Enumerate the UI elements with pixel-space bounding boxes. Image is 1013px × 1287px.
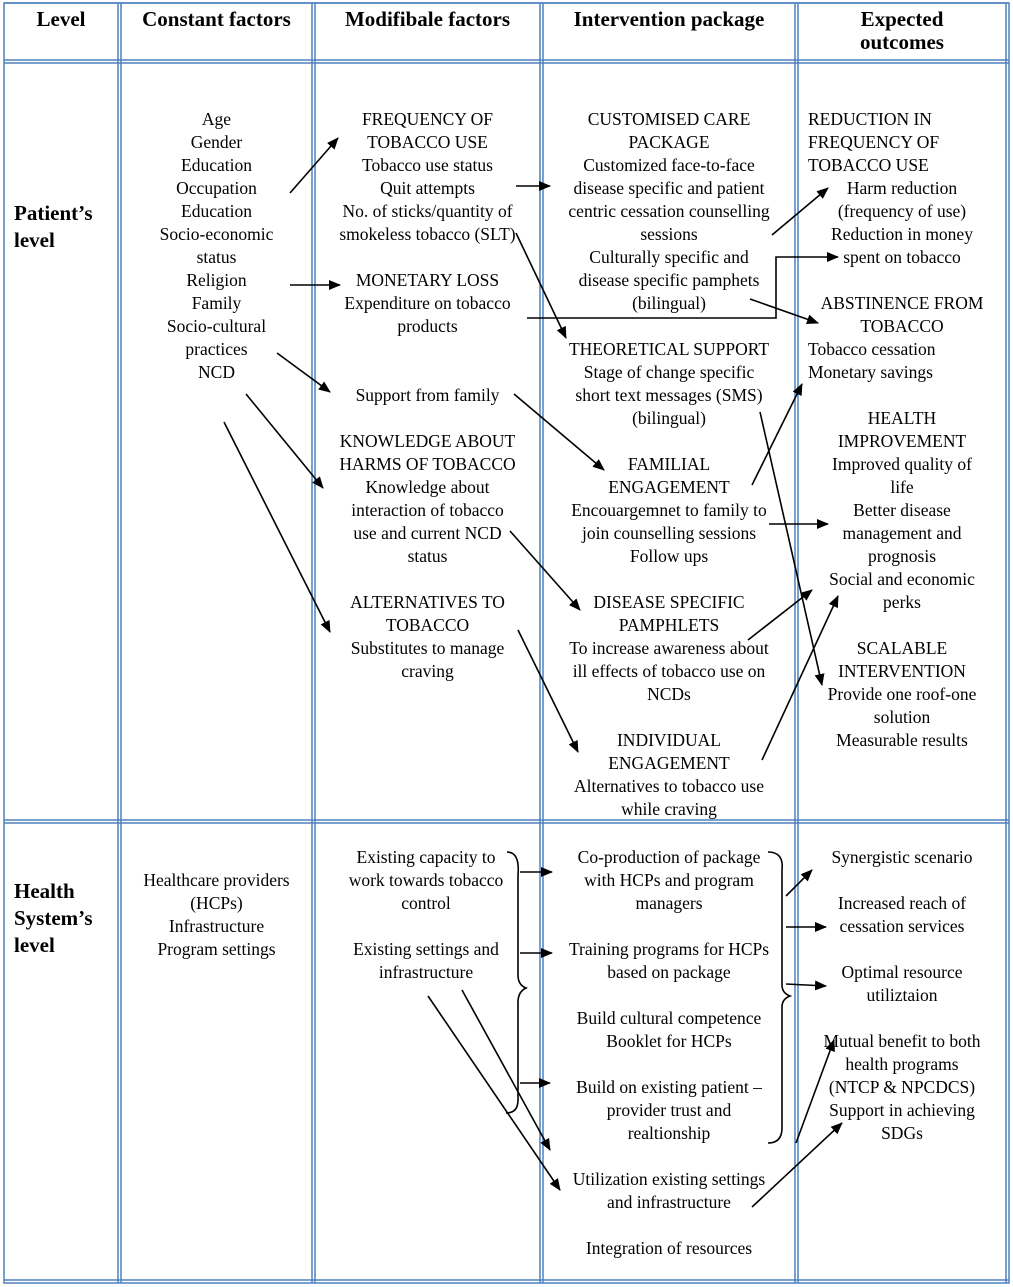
header-intervention-package: Intervention package [573,7,765,31]
header-modifiable-factors: Modifibale factors [344,7,511,31]
patient-provider-trust-block: Build on existing patient –provider trus… [576,1077,762,1143]
reduction-in-frequency-details: Harm reduction(frequency of use) Reducti… [831,178,973,267]
support-from-family-block: Support from family [355,385,500,405]
integration-of-resources-block: Integration of resources [585,1238,753,1258]
header-level: Level [36,7,86,31]
synergistic-scenario-block: Synergistic scenario [831,847,973,867]
header-constant-factors: Constant factors [142,7,291,31]
health-system-constant-factors: Healthcare providers(HCPs) Infrastructur… [143,870,290,959]
